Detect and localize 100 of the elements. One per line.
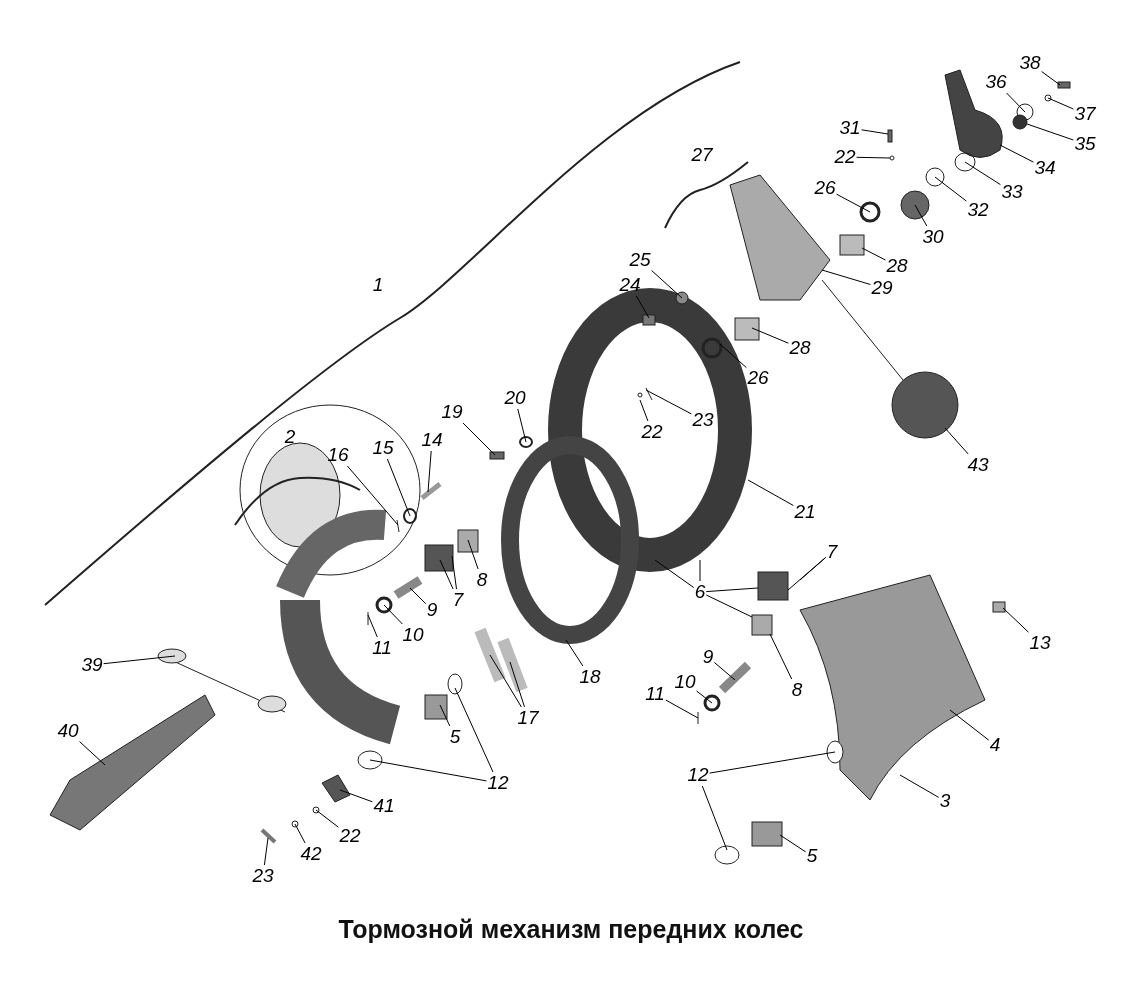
callout-number: 25 <box>629 250 651 270</box>
callout-number: 43 <box>967 455 989 475</box>
callout-number: 7 <box>452 590 464 610</box>
callout-number: 10 <box>402 625 424 645</box>
leader-line <box>665 699 699 719</box>
callout-number: 23 <box>252 866 274 886</box>
callout-number: 12 <box>487 773 509 793</box>
callout-number: 26 <box>814 178 836 198</box>
callout-number: 15 <box>372 438 394 458</box>
leader-line <box>713 661 736 681</box>
leader-line <box>701 785 728 851</box>
callout-number: 32 <box>967 200 989 220</box>
caption: Тормозной механизм передних колес <box>337 915 805 944</box>
leader-line <box>439 704 451 727</box>
leader-line <box>103 655 176 665</box>
callout-number: 4 <box>989 735 1001 755</box>
callout-number: 35 <box>1074 134 1096 154</box>
leader-line <box>934 176 967 202</box>
leader-line <box>914 204 928 227</box>
leader-line <box>315 809 339 828</box>
leader-line <box>489 654 522 708</box>
callout-number: 9 <box>426 600 438 620</box>
leader-line <box>1026 123 1074 141</box>
callout-number: 22 <box>641 422 663 442</box>
leader-line <box>696 690 713 704</box>
leader-line <box>451 555 457 590</box>
leader-line <box>294 823 306 844</box>
leader-line <box>861 129 889 135</box>
callout-number: 11 <box>372 638 392 658</box>
leader-line <box>439 559 454 590</box>
callout-number: 6 <box>694 582 706 602</box>
callout-number: 5 <box>806 846 818 866</box>
callout-number: 12 <box>687 765 709 785</box>
leader-line <box>709 751 836 774</box>
leader-line <box>635 295 650 319</box>
callout-number: 3 <box>939 791 951 811</box>
leader-line <box>263 837 269 866</box>
callout-number: 28 <box>789 338 811 358</box>
leader-line <box>367 614 378 638</box>
callout-number: 41 <box>373 796 395 816</box>
callout-number: 31 <box>839 118 861 138</box>
callout-number: 42 <box>300 844 322 864</box>
leader-line <box>645 389 692 415</box>
callout-number: 28 <box>886 256 908 276</box>
callout-number: 37 <box>1074 104 1096 124</box>
leader-line <box>462 422 496 456</box>
callout-number: 8 <box>791 680 803 700</box>
callout-number: 2 <box>284 427 296 447</box>
leader-line <box>856 156 891 159</box>
leader-line <box>79 741 106 766</box>
leader-line <box>999 144 1034 163</box>
leader-line <box>899 774 940 798</box>
leader-line <box>467 539 479 570</box>
leader-line <box>699 559 701 582</box>
callout-number: 23 <box>692 410 714 430</box>
leader-line <box>509 661 525 708</box>
leader-line <box>1041 71 1061 86</box>
callout-number: 38 <box>1019 53 1041 73</box>
leader-line <box>383 604 403 625</box>
leader-line <box>639 399 649 422</box>
callout-number: 10 <box>674 672 696 692</box>
callout-number: 24 <box>619 275 641 295</box>
leader-line <box>1006 92 1026 113</box>
leader-line <box>836 193 871 213</box>
leader-line <box>705 587 759 593</box>
leader-line <box>565 639 584 667</box>
leader-line <box>409 587 427 605</box>
callout-number: 36 <box>985 72 1007 92</box>
leader-line <box>427 450 432 493</box>
callout-number: 22 <box>339 826 361 846</box>
callout-number: 27 <box>691 145 713 165</box>
leader-line <box>944 427 969 455</box>
leader-line <box>751 327 789 344</box>
leader-line <box>386 458 411 517</box>
callout-number: 17 <box>517 708 539 728</box>
leader-line <box>1002 607 1029 633</box>
callout-number: 9 <box>702 647 714 667</box>
callout-number: 18 <box>579 667 601 687</box>
leader-line <box>1047 97 1074 110</box>
callout-number: 30 <box>922 227 944 247</box>
callout-number: 8 <box>476 570 488 590</box>
leader-line <box>949 709 990 741</box>
callout-number: 7 <box>826 542 838 562</box>
leader-line <box>369 759 487 782</box>
leader-line <box>454 687 494 773</box>
callout-number: 21 <box>794 502 816 522</box>
callout-number: 40 <box>57 721 79 741</box>
leader-line <box>861 247 886 261</box>
leader-line <box>769 633 793 680</box>
callout-number: 39 <box>81 655 103 675</box>
callout-number: 13 <box>1029 633 1051 653</box>
callout-number: 22 <box>834 147 856 167</box>
callout-number: 20 <box>504 388 526 408</box>
callout-number: 33 <box>1001 182 1023 202</box>
callout-number: 19 <box>441 402 463 422</box>
callout-number: 29 <box>871 278 893 298</box>
leader-line <box>821 269 871 285</box>
leader-line <box>787 556 827 591</box>
callout-number: 26 <box>747 368 769 388</box>
leader-line <box>654 559 695 588</box>
